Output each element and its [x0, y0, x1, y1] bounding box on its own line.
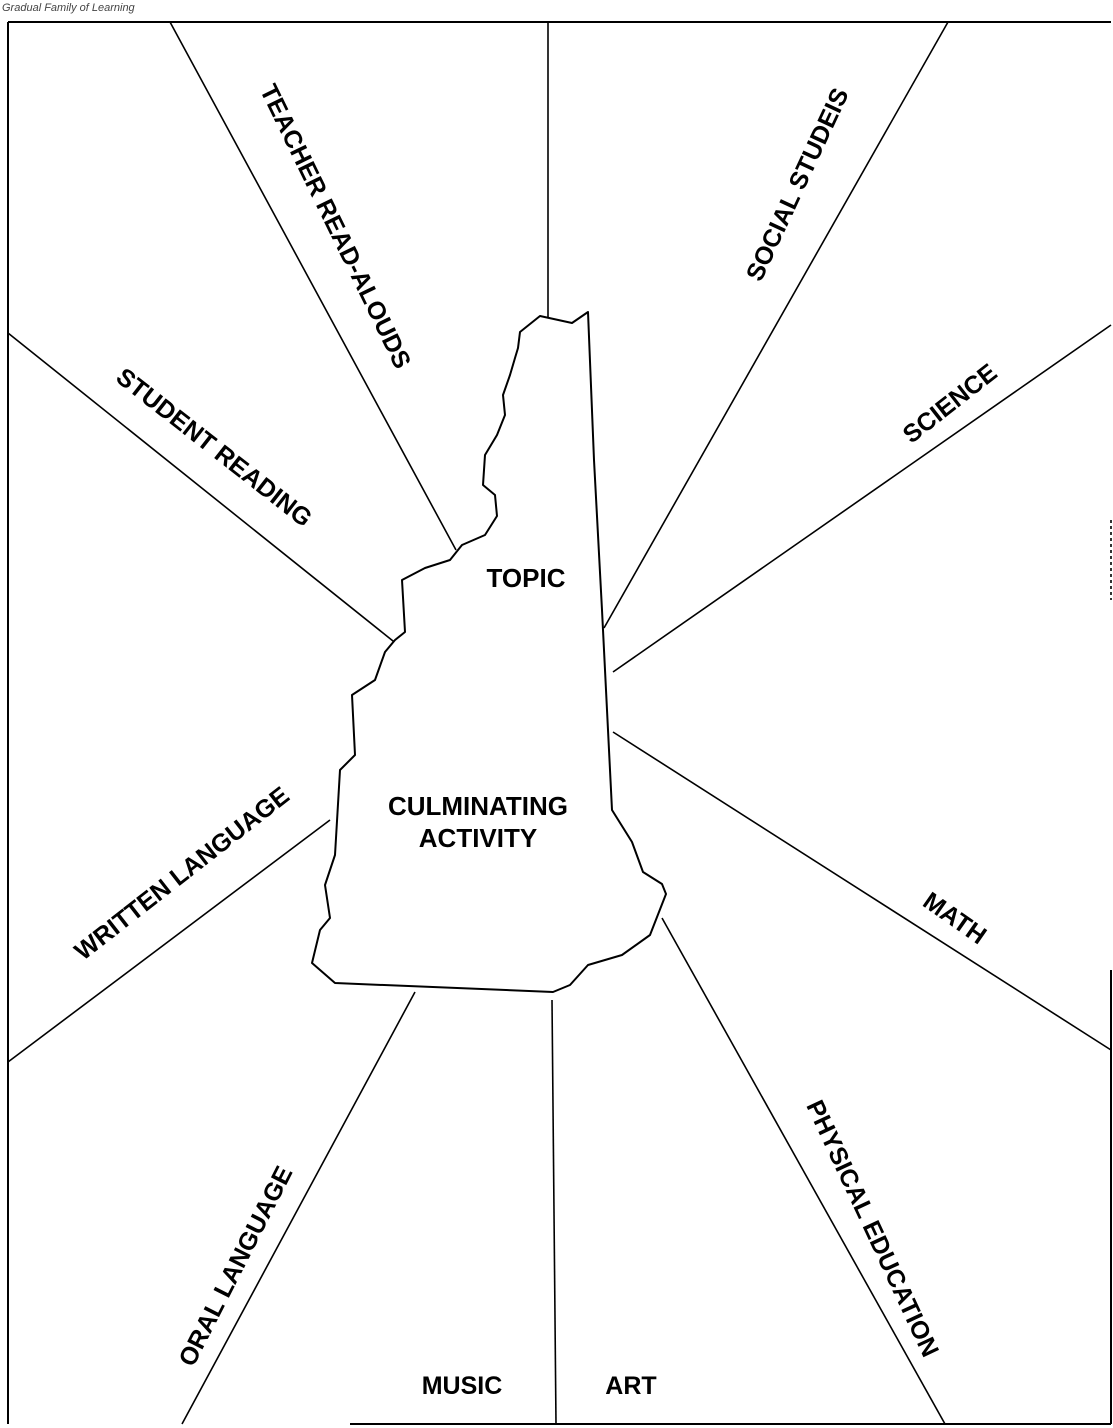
divider-top-right: [603, 21, 949, 629]
culminating-activity-line2: ACTIVITY: [419, 823, 537, 853]
topic-label: TOPIC: [487, 563, 566, 593]
section-science: SCIENCE: [898, 358, 1003, 448]
divider-bottom-left: [181, 991, 416, 1425]
divider-bottom-right: [661, 917, 946, 1425]
section-written-language: WRITTEN LANGUAGE: [69, 781, 294, 966]
divider-bottom-center: [551, 999, 557, 1425]
section-oral-language: ORAL LANGUAGE: [173, 1162, 298, 1371]
divider-left-lower: [7, 819, 331, 1063]
divider-left-upper: [7, 332, 399, 646]
divider-right-lower: [612, 731, 1112, 1051]
section-art: ART: [605, 1372, 656, 1400]
culminating-activity-line1: CULMINATING: [388, 791, 568, 821]
section-physical-education: PHYSICAL EDUCATION: [800, 1096, 944, 1361]
section-social-studies: SOCIAL STUDEIS: [741, 84, 855, 286]
section-teacher-read-alouds: TEACHER READ-ALOUDS: [254, 80, 416, 373]
divider-right-upper: [612, 324, 1112, 673]
header-note: Gradual Family of Learning: [2, 2, 136, 14]
divider-top-left: [169, 21, 457, 551]
section-math: MATH: [918, 887, 992, 950]
section-student-reading: STUDENT READING: [111, 363, 318, 533]
section-music: MUSIC: [422, 1372, 503, 1400]
state-outline-shape: [311, 311, 667, 993]
